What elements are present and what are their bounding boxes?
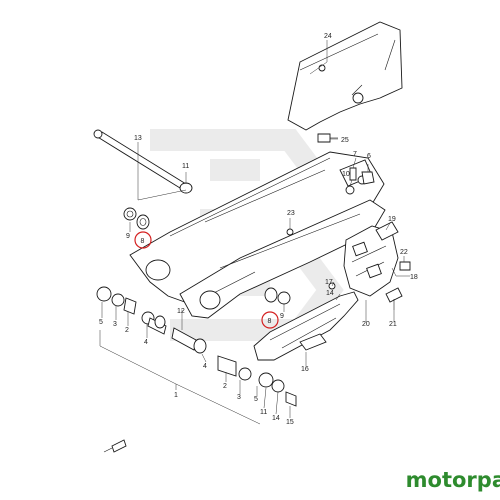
nut-11-top[interactable] (179, 182, 193, 194)
highlight-circle-right (261, 311, 279, 329)
front-arrow-icon (103, 439, 127, 453)
adjuster-bolt-21[interactable] (385, 287, 403, 310)
callout-6: 6 (367, 153, 371, 160)
nut-10[interactable] (345, 185, 355, 195)
callout-1: 1 (174, 392, 178, 399)
callout-23: 23 (287, 210, 295, 217)
nut-22[interactable] (399, 261, 411, 271)
callout-18: 18 (410, 274, 418, 281)
callout-labels: 24 25 13 11 7 6 10 9 8 23 19 22 18 17 14… (99, 33, 418, 426)
callout-15: 15 (286, 419, 294, 426)
leader-lines (99, 40, 410, 425)
callout-4-right: 4 (203, 363, 207, 370)
callout-3-left: 3 (113, 321, 117, 328)
callout-11-right: 11 (260, 409, 267, 416)
washer-9-left[interactable] (123, 207, 137, 221)
callout-8-left: 8 (141, 238, 145, 245)
highlight-circle-left (134, 231, 152, 249)
callout-11: 11 (182, 163, 189, 170)
callout-9-right: 9 (280, 313, 284, 320)
chain-cover[interactable] (287, 21, 403, 131)
callout-5-right: 5 (254, 396, 258, 403)
callout-2-right: 2 (223, 383, 227, 390)
bushing-8-left[interactable] (136, 214, 150, 230)
bolt-25[interactable] (317, 133, 338, 143)
callout-4-left: 4 (144, 339, 148, 346)
swingarm[interactable] (129, 151, 386, 319)
callout-25: 25 (341, 137, 349, 144)
brand-watermark: motorpa (405, 468, 500, 492)
washer-9-right[interactable] (277, 291, 291, 305)
callout-24: 24 (324, 33, 332, 40)
chain-adjuster[interactable] (343, 221, 399, 297)
callout-13: 13 (134, 135, 142, 142)
clip-6[interactable] (361, 171, 375, 185)
lower-left-hardware[interactable] (96, 286, 207, 354)
callout-8-right: 8 (268, 318, 272, 325)
callout-14-top: 14 (326, 290, 334, 297)
callout-10: 10 (342, 171, 350, 178)
bushing-8-right[interactable] (264, 287, 278, 303)
callout-22: 22 (400, 249, 408, 256)
chain-slider[interactable] (253, 291, 359, 361)
callout-5-left: 5 (99, 319, 103, 326)
callout-9-left: 9 (126, 233, 130, 240)
callout-20: 20 (362, 321, 370, 328)
callout-2-left: 2 (125, 327, 129, 334)
callout-16: 16 (301, 366, 309, 373)
callout-17: 17 (325, 279, 333, 286)
bolt-23[interactable] (286, 228, 294, 236)
callout-7: 7 (353, 151, 357, 158)
lower-right-hardware[interactable] (217, 355, 297, 407)
callout-19: 19 (388, 216, 396, 223)
callout-12: 12 (177, 308, 185, 315)
bolt-7[interactable] (349, 167, 357, 181)
callout-14-bottom: 14 (272, 415, 280, 422)
callout-3-right: 3 (237, 394, 241, 401)
callout-21: 21 (389, 321, 397, 328)
